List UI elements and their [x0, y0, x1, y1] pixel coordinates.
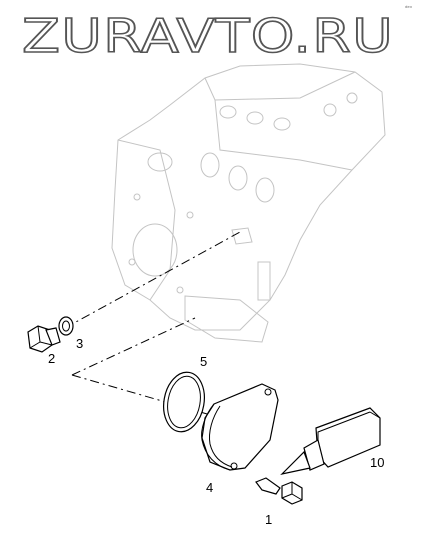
callout-3: 3: [76, 336, 83, 351]
o-ring: [163, 371, 205, 433]
cover-plate: [201, 383, 279, 471]
leader-line-upper: [64, 231, 241, 329]
watermark-text: ZURAVTO.RU: [22, 9, 394, 63]
callout-1: 1: [265, 512, 272, 527]
drain-plug-bolt: [27, 325, 61, 353]
callout-10: 10: [370, 455, 384, 470]
callout-5: 5: [200, 354, 207, 369]
callout-4: 4: [206, 480, 213, 495]
leader-line-lower: [71, 317, 196, 376]
mounting-bolt: [255, 477, 303, 505]
sealing-washer: [58, 316, 74, 336]
callout-2: 2: [48, 351, 55, 366]
sealant-tube: [280, 407, 381, 476]
corner-mark: ᵈᵉᵛ: [405, 5, 413, 12]
engine-block-outline: [111, 63, 386, 343]
